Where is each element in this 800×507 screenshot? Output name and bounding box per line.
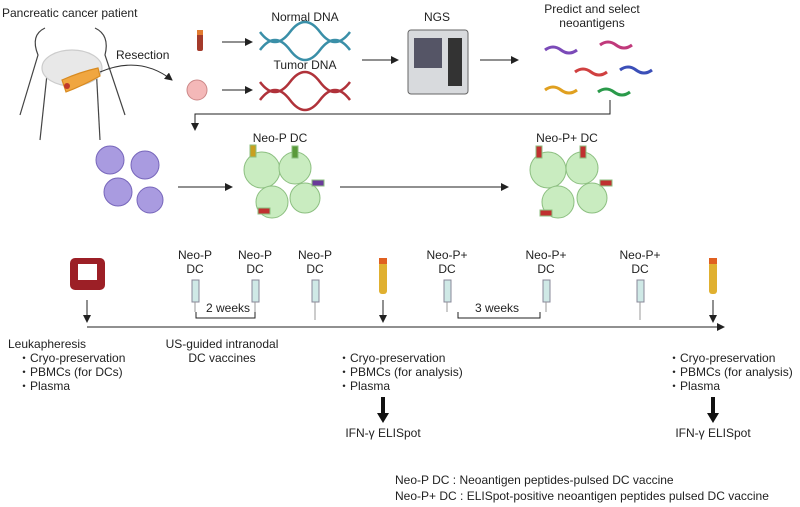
resection-label: Resection: [116, 48, 170, 62]
vaccine-label: DC: [306, 262, 324, 276]
neoantigen-peptides-icon: [544, 40, 653, 97]
vaccine-label: Neo-P: [237, 248, 273, 262]
thick-arrow-icon: [377, 397, 389, 423]
neo-p-dc-label: Neo-P DC: [252, 131, 308, 145]
list-item: ・Plasma: [668, 379, 721, 393]
vaccine-label: DC: [246, 262, 264, 276]
neo-pplus-dc-label: Neo-P+ DC: [536, 131, 598, 145]
tumor-dna-icon: [259, 70, 351, 112]
vaccines-label: DC vaccines: [188, 351, 256, 365]
legend-item: Neo-P DC : Neoantigen peptides-pulsed DC…: [395, 473, 674, 487]
list-item: ・PBMCs (for analysis): [668, 365, 793, 379]
interval-bracket-1: [195, 312, 256, 319]
interval-label-1: 2 weeks: [205, 301, 251, 315]
predict-label-2: neoantigens: [559, 16, 625, 30]
list-item: ・Plasma: [18, 379, 71, 393]
tumor-tissue-icon: [186, 79, 208, 101]
vaccine-label: DC: [186, 262, 204, 276]
list-item: ・Cryo-preservation: [668, 351, 776, 365]
interval-bracket-2: [457, 312, 541, 319]
vaccine-label: Neo-P+: [525, 248, 567, 262]
resection-arrow: [99, 64, 173, 81]
list-item: ・Plasma: [338, 379, 391, 393]
list-item: ・PBMCs (for analysis): [338, 365, 463, 379]
list-item: ・Cryo-preservation: [18, 351, 126, 365]
vaccine-label: DC: [631, 262, 649, 276]
list-item: ・PBMCs (for DCs): [18, 365, 123, 379]
assay-label: IFN-γ ELISpot: [345, 426, 421, 440]
immature-cells-icon: [95, 145, 164, 214]
vaccine-label: Neo-P: [297, 248, 333, 262]
patient-body-icon: [19, 27, 126, 141]
vaccines-label: US-guided intranodal: [165, 337, 279, 351]
normal-dna-label: Normal DNA: [271, 10, 339, 24]
list-item: ・Cryo-preservation: [338, 351, 446, 365]
syringe-icons: [191, 279, 645, 303]
normal-dna-icon: [259, 20, 351, 62]
patient-label: Pancreatic cancer patient: [2, 6, 138, 20]
ngs-label: NGS: [423, 10, 451, 24]
thick-arrow-icon: [707, 397, 719, 423]
interval-label-2: 3 weeks: [474, 301, 520, 315]
leukapheresis-title: Leukapheresis: [8, 337, 87, 351]
ngs-machine-icon: [407, 29, 469, 95]
vaccine-label: Neo-P+: [426, 248, 468, 262]
neo-p-dc-icon: [243, 144, 325, 219]
tumor-dna-label: Tumor DNA: [273, 58, 337, 72]
blood-tube-icon: [379, 262, 387, 294]
vaccine-label: Neo-P: [177, 248, 213, 262]
legend-item: Neo-P+ DC : ELISpot-positive neoantigen …: [395, 489, 769, 503]
predict-label-1: Predict and select: [544, 2, 640, 16]
blood-tube-icon: [197, 33, 203, 51]
vaccine-label: DC: [438, 262, 456, 276]
blood-tube-icon: [709, 262, 717, 294]
vaccine-label: Neo-P+: [619, 248, 661, 262]
vaccine-label: DC: [537, 262, 555, 276]
neo-pplus-dc-icon: [529, 145, 613, 219]
assay-label: IFN-γ ELISpot: [675, 426, 751, 440]
